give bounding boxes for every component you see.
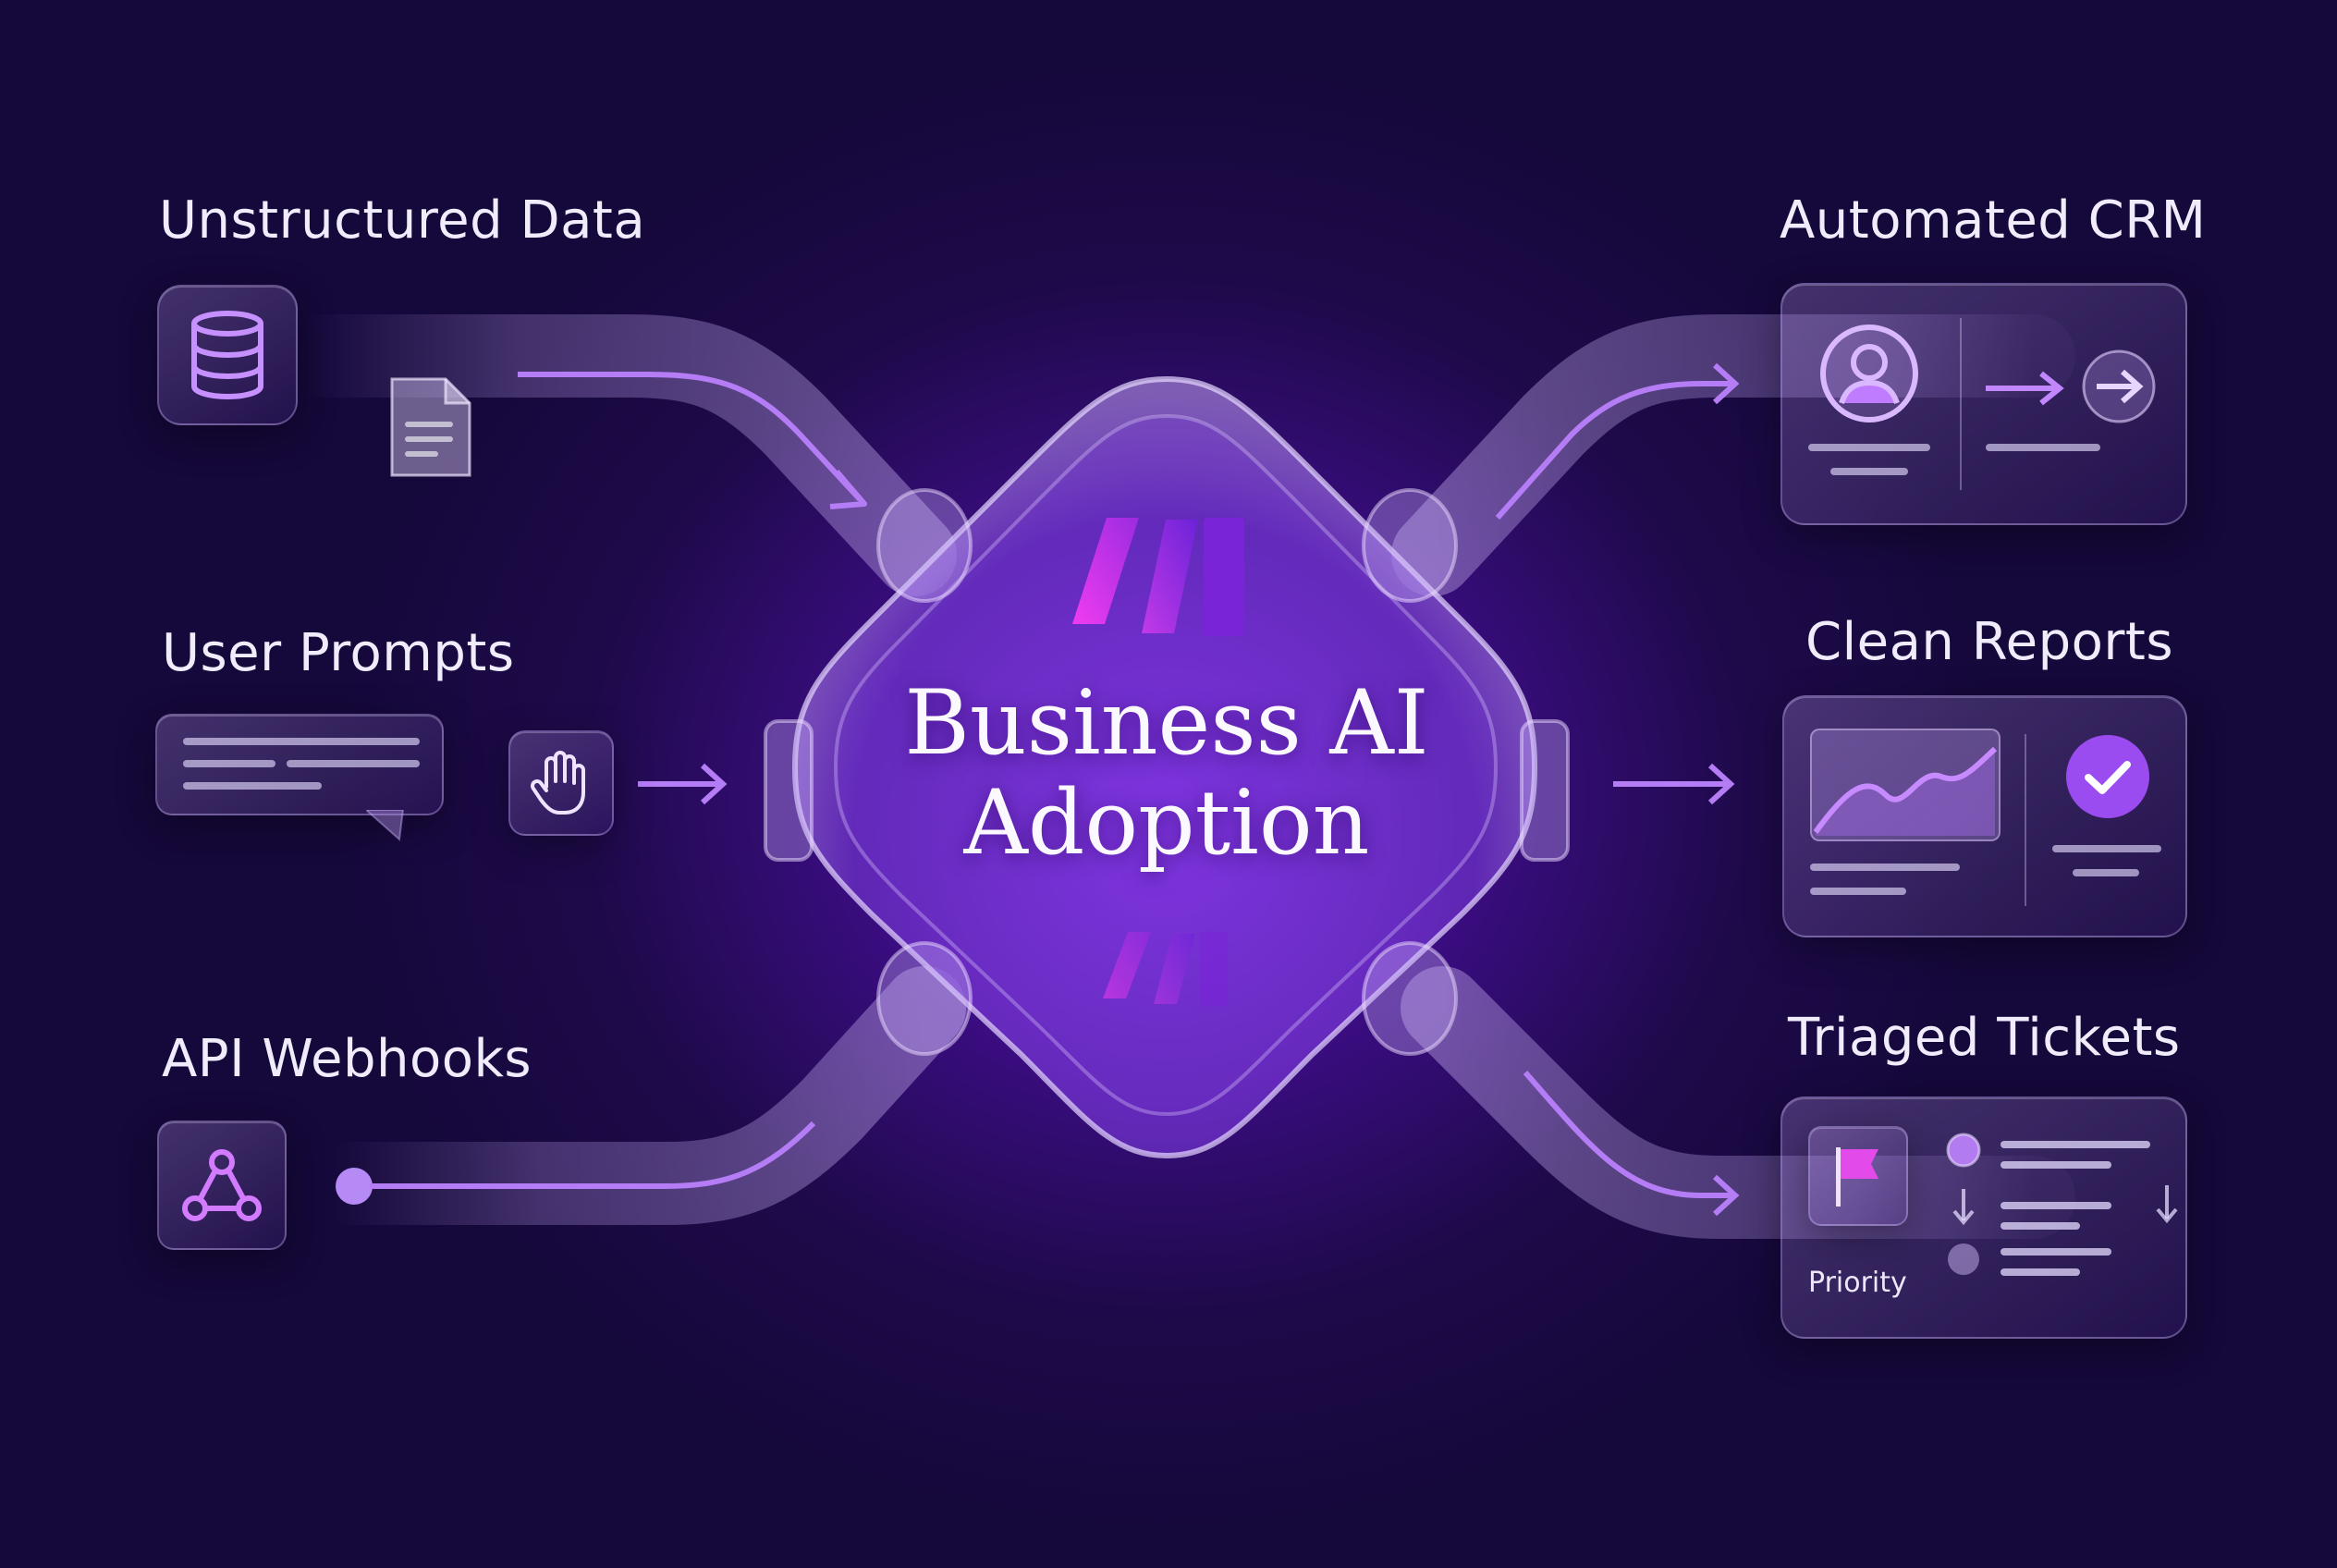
database-icon [191, 311, 263, 399]
hub [764, 375, 1570, 1159]
arrow-right-icon [1986, 371, 2064, 406]
user-avatar-icon [1820, 325, 1918, 423]
label-api-webhooks: API Webhooks [162, 1029, 532, 1089]
tickets-card: Priority [1780, 1096, 2187, 1339]
ticket-list-icon [1946, 1133, 2178, 1276]
priority-label: Priority [1808, 1267, 1907, 1299]
title-line-1: Business AI [904, 671, 1429, 775]
label-user-prompts: User Prompts [162, 623, 515, 683]
title-line-2: Adoption [963, 771, 1370, 875]
chat-tail-icon [366, 810, 405, 841]
webhook-card [157, 1121, 287, 1250]
webhook-icon [182, 1149, 262, 1221]
crm-card [1780, 283, 2187, 525]
arrow-circle-icon [2082, 349, 2156, 423]
document-icon [390, 377, 471, 477]
make-logo-reflection-icon [1103, 932, 1228, 1006]
make-logo-icon [1072, 518, 1244, 636]
reports-card [1782, 695, 2187, 937]
label-automated-crm: Automated CRM [1780, 190, 2207, 251]
chart-panel [1810, 729, 2001, 841]
flag-box [1808, 1126, 1908, 1226]
hand-card [508, 730, 614, 836]
label-unstructured-data: Unstructured Data [159, 190, 646, 251]
line-chart-icon [1813, 746, 1998, 836]
database-card [157, 285, 298, 425]
flag-icon [1836, 1147, 1878, 1207]
label-triaged-tickets: Triaged Tickets [1788, 1008, 2181, 1068]
check-circle-icon [2066, 735, 2149, 818]
diagram-title: Business AI Adoption [832, 673, 1501, 873]
chat-bubble-card [155, 714, 444, 815]
label-clean-reports: Clean Reports [1805, 612, 2174, 672]
hand-icon [531, 751, 585, 815]
